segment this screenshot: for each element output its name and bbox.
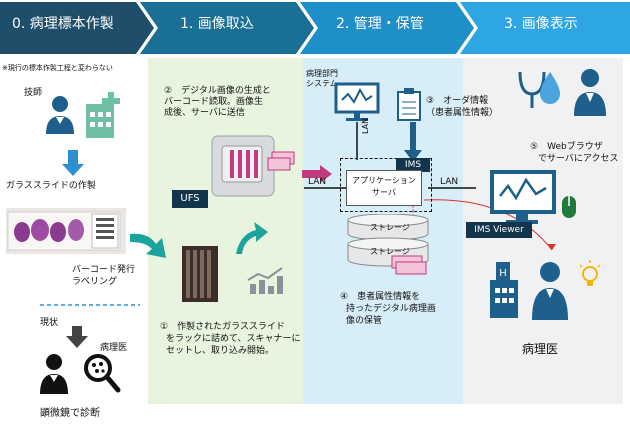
ims-viewer-badge: IMS Viewer bbox=[466, 222, 532, 238]
save-line-2: 持ったデジタル病理画 bbox=[346, 304, 436, 314]
ims-system-box bbox=[340, 158, 432, 212]
slide-to-rack-arrow bbox=[130, 233, 166, 258]
slide-rack-image bbox=[182, 246, 218, 302]
barcode-line-1: バーコード発行 bbox=[72, 265, 136, 275]
storage-illustration bbox=[347, 214, 429, 267]
order-line-1: ③ オーダ情報 bbox=[426, 96, 489, 106]
viewer-monitor-icon bbox=[490, 170, 556, 214]
mouse-icon bbox=[562, 196, 576, 218]
technician-illustration bbox=[46, 92, 120, 138]
ims-label: IMS bbox=[404, 160, 422, 170]
app-server-box: アプリケーション サーバ bbox=[346, 170, 422, 206]
step1-title: 1. 画像取込 bbox=[180, 16, 254, 32]
technician-body bbox=[46, 116, 74, 134]
process-header bbox=[0, 2, 630, 54]
app-server-line-1: アプリケーション bbox=[352, 176, 416, 185]
barcode-line-2: ラベリング bbox=[72, 277, 118, 287]
svg-text:H: H bbox=[499, 268, 506, 279]
dept-system-illustration bbox=[334, 82, 421, 121]
browser-line-2: でサーバにアクセス bbox=[538, 154, 619, 164]
drop-icon bbox=[540, 72, 560, 104]
step3-chevron bbox=[460, 2, 630, 54]
glass-slide-label: ガラススライドの作製 bbox=[6, 181, 96, 191]
step2-title: 2. 管理・保管 bbox=[336, 16, 424, 32]
step1-panel bbox=[148, 58, 303, 404]
step0-note: ※現行の標本作製工程と変わらない bbox=[2, 64, 113, 72]
rack-to-scanner-arrow bbox=[236, 222, 268, 254]
magnifier-icon bbox=[84, 354, 112, 382]
order-line-2: （患者属性情報） bbox=[426, 108, 499, 118]
step2-chevron bbox=[300, 2, 474, 54]
dashed-divider bbox=[40, 304, 140, 306]
lan-left-label: LAN bbox=[308, 177, 327, 187]
ufs-label: UFS bbox=[180, 193, 200, 204]
step1-chevron bbox=[140, 2, 314, 54]
step1-digital-line-3: 成後、サーバに送信 bbox=[164, 108, 245, 118]
pathologist-label-step0: 病理医 bbox=[100, 343, 128, 353]
step0-chevron bbox=[0, 2, 154, 54]
save-line-3: 像の保管 bbox=[346, 316, 383, 326]
microscope-label: 顕微鏡で診断 bbox=[40, 408, 100, 419]
doctor-illustration-top bbox=[518, 69, 606, 116]
down-arrow-1 bbox=[62, 150, 84, 176]
ufs-badge: UFS bbox=[172, 190, 208, 208]
stored-slides-icon bbox=[391, 255, 427, 275]
step0-title: 0. 病理標本作製 bbox=[12, 16, 114, 32]
step3-title: 3. 画像表示 bbox=[504, 16, 578, 32]
step1-scan-line-1: ① 作製されたガラススライド bbox=[160, 322, 285, 332]
doctor-bottom-head bbox=[540, 262, 560, 282]
step1-scan-line-2: をラックに詰めて、スキャナーに bbox=[166, 334, 301, 344]
storage-label-2: ストレージ bbox=[370, 247, 410, 256]
storage-label-1: ストレージ bbox=[370, 223, 410, 232]
down-arrow-2 bbox=[66, 326, 88, 348]
save-line-1: ④ 患者属性情報を bbox=[340, 292, 421, 302]
scanner-illustration bbox=[211, 135, 295, 197]
doctor-body bbox=[40, 374, 68, 394]
bar-graph-icon bbox=[247, 267, 283, 294]
dept-system-line-2: システム bbox=[306, 79, 338, 88]
lan-right-label: LAN bbox=[440, 177, 459, 187]
step1-scan-line-3: セットし、取り込み開始。 bbox=[166, 346, 275, 356]
microscope-diagnosis-illustration bbox=[40, 354, 121, 394]
glass-slide-image bbox=[6, 208, 126, 254]
current-label: 現状 bbox=[40, 318, 59, 328]
pathologist-label-step3: 病理医 bbox=[522, 342, 559, 356]
technician-label: 技師 bbox=[24, 88, 43, 98]
app-server-line-2: サーバ bbox=[372, 188, 396, 197]
doctor-top-head bbox=[581, 69, 599, 87]
lightbulb-icon bbox=[582, 266, 598, 282]
doctor-illustration-bottom: H bbox=[490, 260, 601, 320]
ims-badge: IMS bbox=[396, 158, 430, 172]
doctor-head-icon bbox=[46, 354, 62, 370]
hospital-cross-icon bbox=[102, 92, 120, 110]
lan-vertical-label: LAN bbox=[361, 117, 370, 134]
technician-head bbox=[52, 96, 68, 112]
dept-system-line-1: 病理部門 bbox=[306, 69, 338, 78]
step1-digital-line-1: ② デジタル画像の生成と bbox=[164, 86, 271, 96]
browser-line-1: ⑤ Webブラウザ bbox=[530, 142, 603, 152]
order-clipboard-icon bbox=[397, 91, 421, 121]
ims-viewer-label: IMS Viewer bbox=[474, 225, 524, 235]
step1-digital-line-2: バーコード読取。画像生 bbox=[164, 97, 264, 107]
